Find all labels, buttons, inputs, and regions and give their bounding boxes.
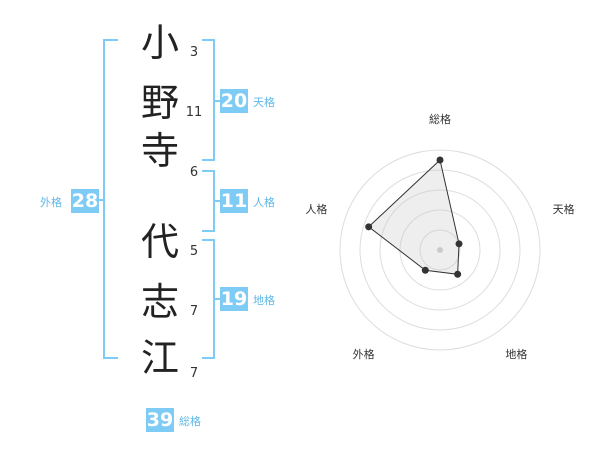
radar-series-area [367, 159, 460, 275]
jinkaku-badge: 11 [220, 189, 248, 213]
radar-axis-label-5: 人格 [305, 202, 328, 216]
chikaku-badge: 19 [220, 287, 248, 311]
name-char-3: 寺 [140, 129, 179, 173]
radar-axis-label-4: 外格 [352, 348, 375, 362]
radar-point-1 [436, 156, 444, 164]
name-char-6: 江 [140, 336, 179, 380]
radar-point-4 [421, 266, 429, 274]
radar-ring [419, 229, 461, 271]
radar-point-2 [455, 240, 463, 248]
soukaku-label: 総格 [179, 415, 201, 428]
radar-ring [379, 189, 501, 311]
stroke-count-6: 7 [189, 366, 199, 381]
soukaku-badge: 39 [146, 408, 174, 432]
radar-point-3 [454, 270, 462, 278]
name-char-2: 野 [140, 81, 179, 125]
name-char-4: 代 [140, 220, 179, 264]
gaikaku-badge: 28 [71, 189, 99, 213]
radar-point-5 [365, 223, 373, 231]
stroke-count-5: 7 [189, 304, 199, 319]
stroke-count-1: 3 [189, 45, 199, 60]
radar-ring [339, 149, 541, 351]
tenkaku-label: 天格 [253, 96, 275, 109]
radar-ring [399, 209, 481, 291]
jinkaku-label: 人格 [253, 196, 275, 209]
radar-axis-label-1: 総格 [429, 113, 451, 126]
name-char-1: 小 [140, 21, 179, 65]
chikaku-label: 地格 [253, 294, 275, 307]
radar-center [437, 247, 443, 253]
radar-axis-label-2: 天格 [552, 202, 575, 216]
radar-ring [359, 169, 521, 331]
gaikaku-label: 外格 [40, 196, 62, 209]
stroke-count-3: 6 [189, 165, 199, 180]
stroke-count-4: 5 [189, 244, 199, 259]
name-char-5: 志 [140, 280, 179, 324]
tenkaku-badge: 20 [220, 89, 248, 113]
stroke-count-2: 11 [185, 105, 203, 120]
radar-axis-label-3: 地格 [505, 348, 528, 362]
